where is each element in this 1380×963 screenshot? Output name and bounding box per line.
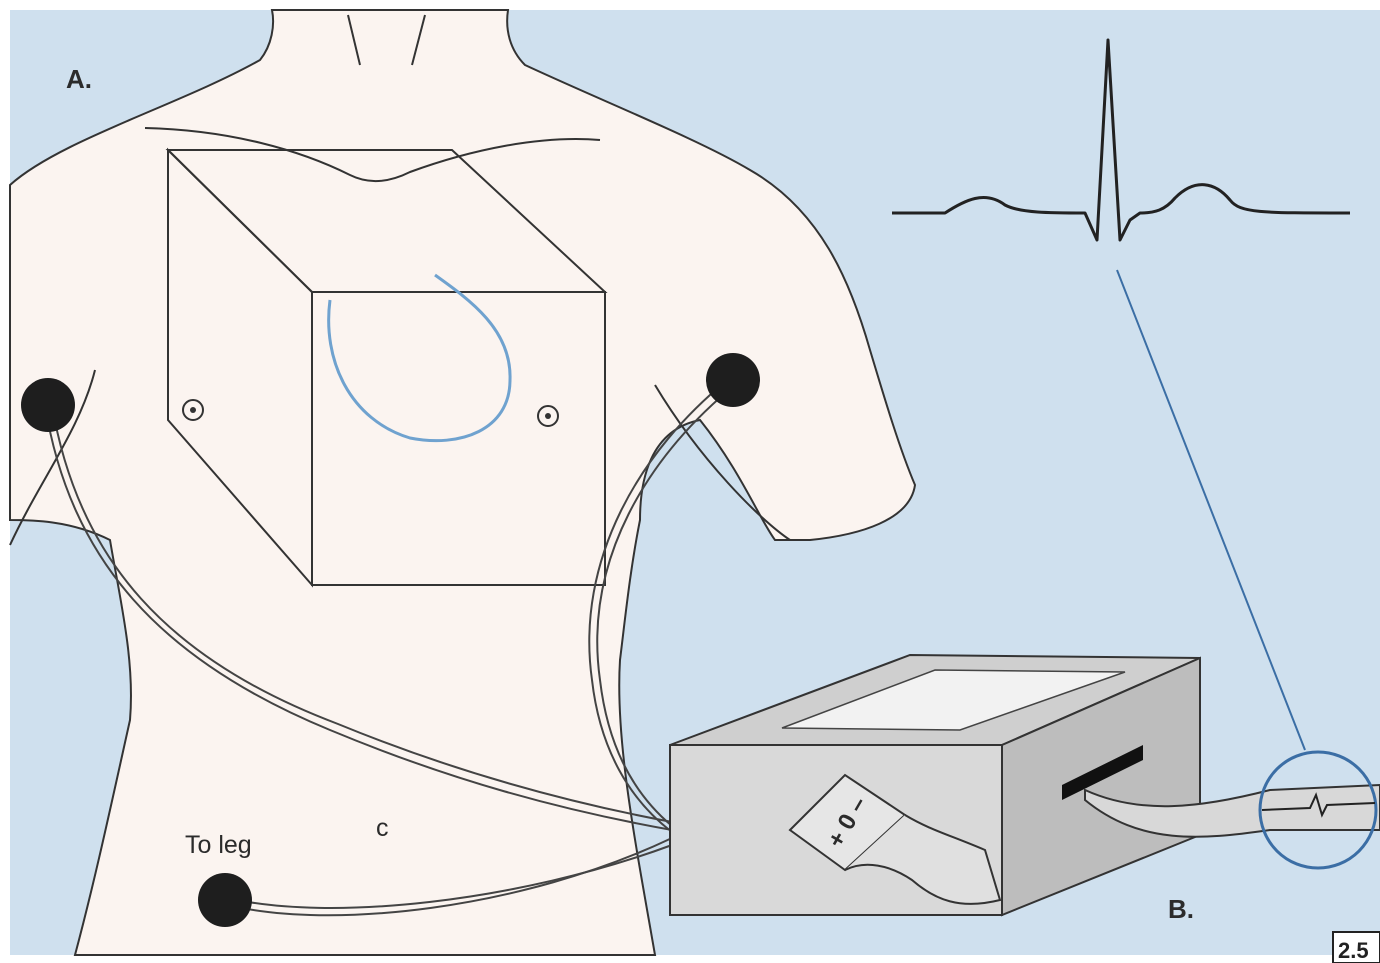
ecg-waveform-icon (892, 38, 1351, 242)
page-number-box (1332, 931, 1380, 963)
electrode-icon (706, 353, 760, 407)
switch-icon: + 0 – (788, 773, 1002, 905)
heart-outline-icon (327, 273, 512, 443)
heart-cube (165, 147, 608, 588)
marker-left (182, 399, 204, 421)
marker-right (537, 405, 559, 427)
holter-recorder: + 0 – (669, 653, 1380, 917)
electrode-icon (21, 378, 75, 432)
to-leg-label: To leg (185, 831, 252, 859)
electrode-icon (198, 873, 252, 927)
mini-ecg-trace (1261, 792, 1376, 818)
lead-wires (44, 377, 737, 917)
magnifier-circle-icon (1258, 750, 1378, 870)
torso (9, 9, 917, 956)
marker-abdomen: c (376, 814, 389, 842)
panel-b-label: B. (1168, 894, 1194, 924)
page-number: 2.5 (1338, 938, 1369, 963)
panel-a-label: A. (66, 64, 92, 94)
